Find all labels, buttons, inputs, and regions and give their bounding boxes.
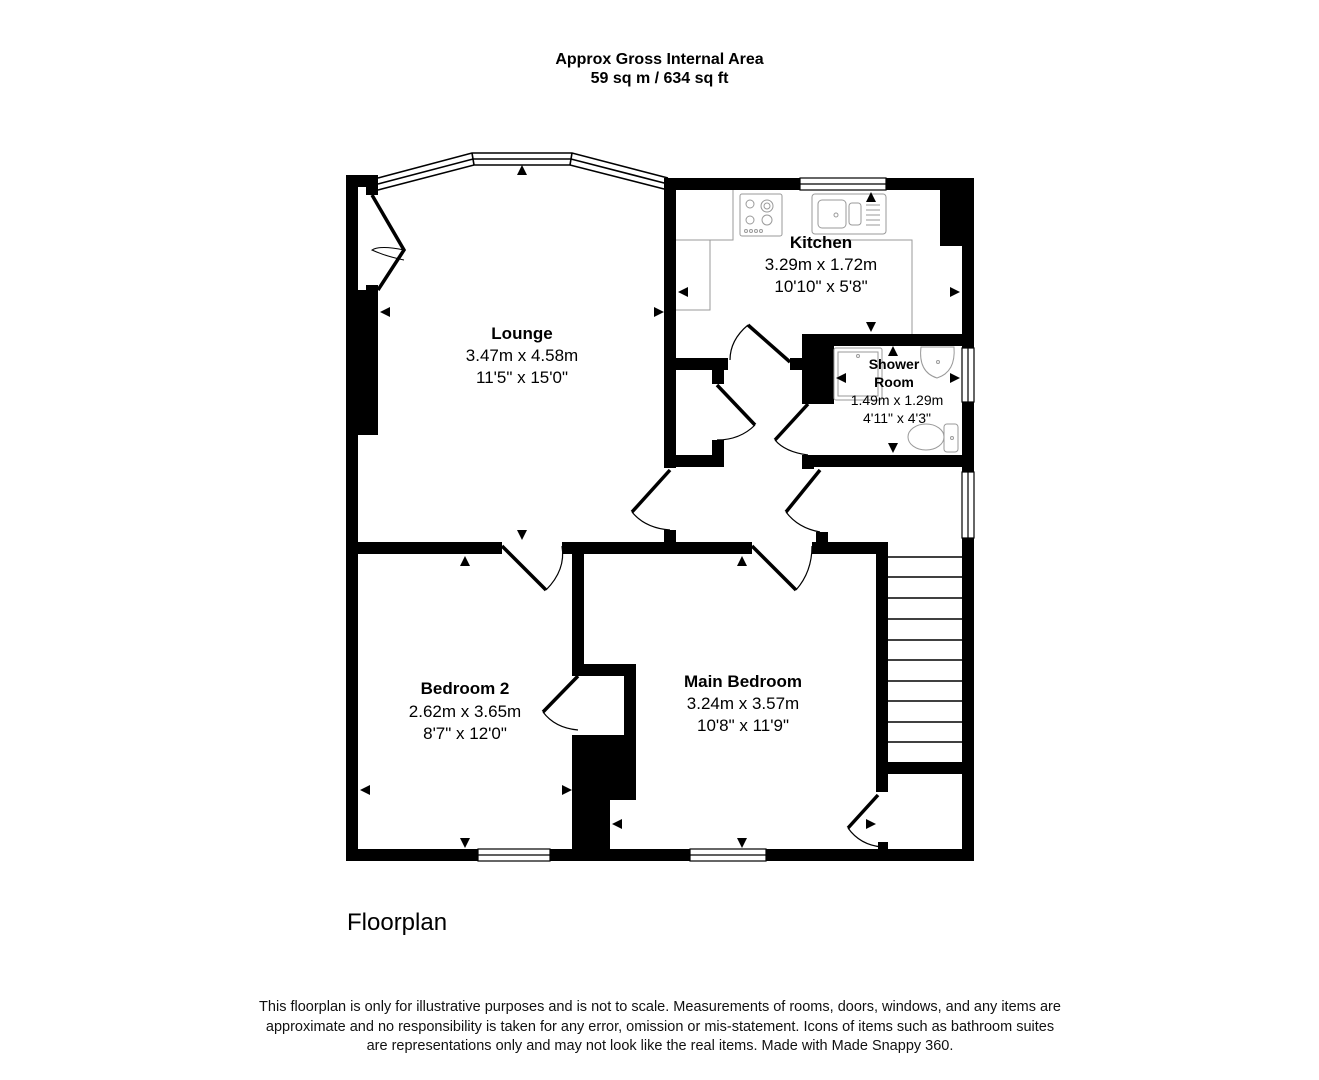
- kitchen-fixtures: [676, 190, 913, 334]
- room-name: Bedroom 2: [421, 679, 510, 698]
- room-metric: 3.29m x 1.72m: [765, 255, 877, 274]
- room-label-shower-room: Shower Room 1.49m x 1.29m 4'11" x 4'3": [851, 356, 944, 426]
- disclaimer-line-3: are representations only and may not loo…: [366, 1038, 954, 1054]
- area-header: Approx Gross Internal Area 59 sq m / 634…: [0, 50, 1319, 88]
- disclaimer: This floorplan is only for illustrative …: [190, 998, 1130, 1057]
- room-name-line1: Shower: [869, 356, 920, 372]
- room-metric: 3.24m x 3.57m: [687, 694, 799, 713]
- measurement-markers: [360, 165, 960, 848]
- room-imperial: 10'8" x 11'9": [697, 716, 789, 735]
- hob-icon: [739, 193, 783, 237]
- room-imperial: 4'11" x 4'3": [863, 410, 931, 426]
- toilet-icon: [907, 423, 959, 453]
- shower-tray-icon: [833, 347, 883, 401]
- windows: [477, 177, 975, 862]
- room-metric: 1.49m x 1.29m: [851, 392, 944, 408]
- room-imperial: 10'10" x 5'8": [774, 277, 867, 296]
- room-label-main-bedroom: Main Bedroom 3.24m x 3.57m 10'8" x 11'9": [684, 672, 802, 735]
- room-metric: 2.62m x 3.65m: [409, 702, 521, 721]
- disclaimer-line-1: This floorplan is only for illustrative …: [259, 999, 1061, 1015]
- floor-label: Floorplan: [347, 909, 448, 936]
- room-label-bedroom-2: Bedroom 2 2.62m x 3.65m 8'7" x 12'0": [409, 679, 521, 743]
- room-label-kitchen: Kitchen 3.29m x 1.72m 10'10" x 5'8": [765, 233, 877, 296]
- room-imperial: 8'7" x 12'0": [423, 724, 507, 743]
- staircase: [888, 556, 962, 743]
- sink-icon: [811, 193, 887, 235]
- room-name: Main Bedroom: [684, 672, 802, 691]
- area-title: Approx Gross Internal Area: [555, 51, 764, 68]
- room-imperial: 11'5" x 15'0": [476, 368, 568, 387]
- room-name: Lounge: [491, 324, 552, 343]
- doors: [370, 194, 883, 848]
- room-name: Kitchen: [790, 233, 852, 252]
- room-label-lounge: Lounge 3.47m x 4.58m 11'5" x 15'0": [466, 324, 578, 387]
- basin-icon: [920, 346, 955, 379]
- area-value: 59 sq m / 634 sq ft: [590, 70, 729, 87]
- walls: [346, 175, 974, 861]
- disclaimer-line-2: approximate and no responsibility is tak…: [265, 1018, 1055, 1035]
- room-metric: 3.47m x 4.58m: [466, 346, 578, 365]
- shower-fixtures: [833, 346, 959, 453]
- room-name-line2: Room: [874, 374, 914, 390]
